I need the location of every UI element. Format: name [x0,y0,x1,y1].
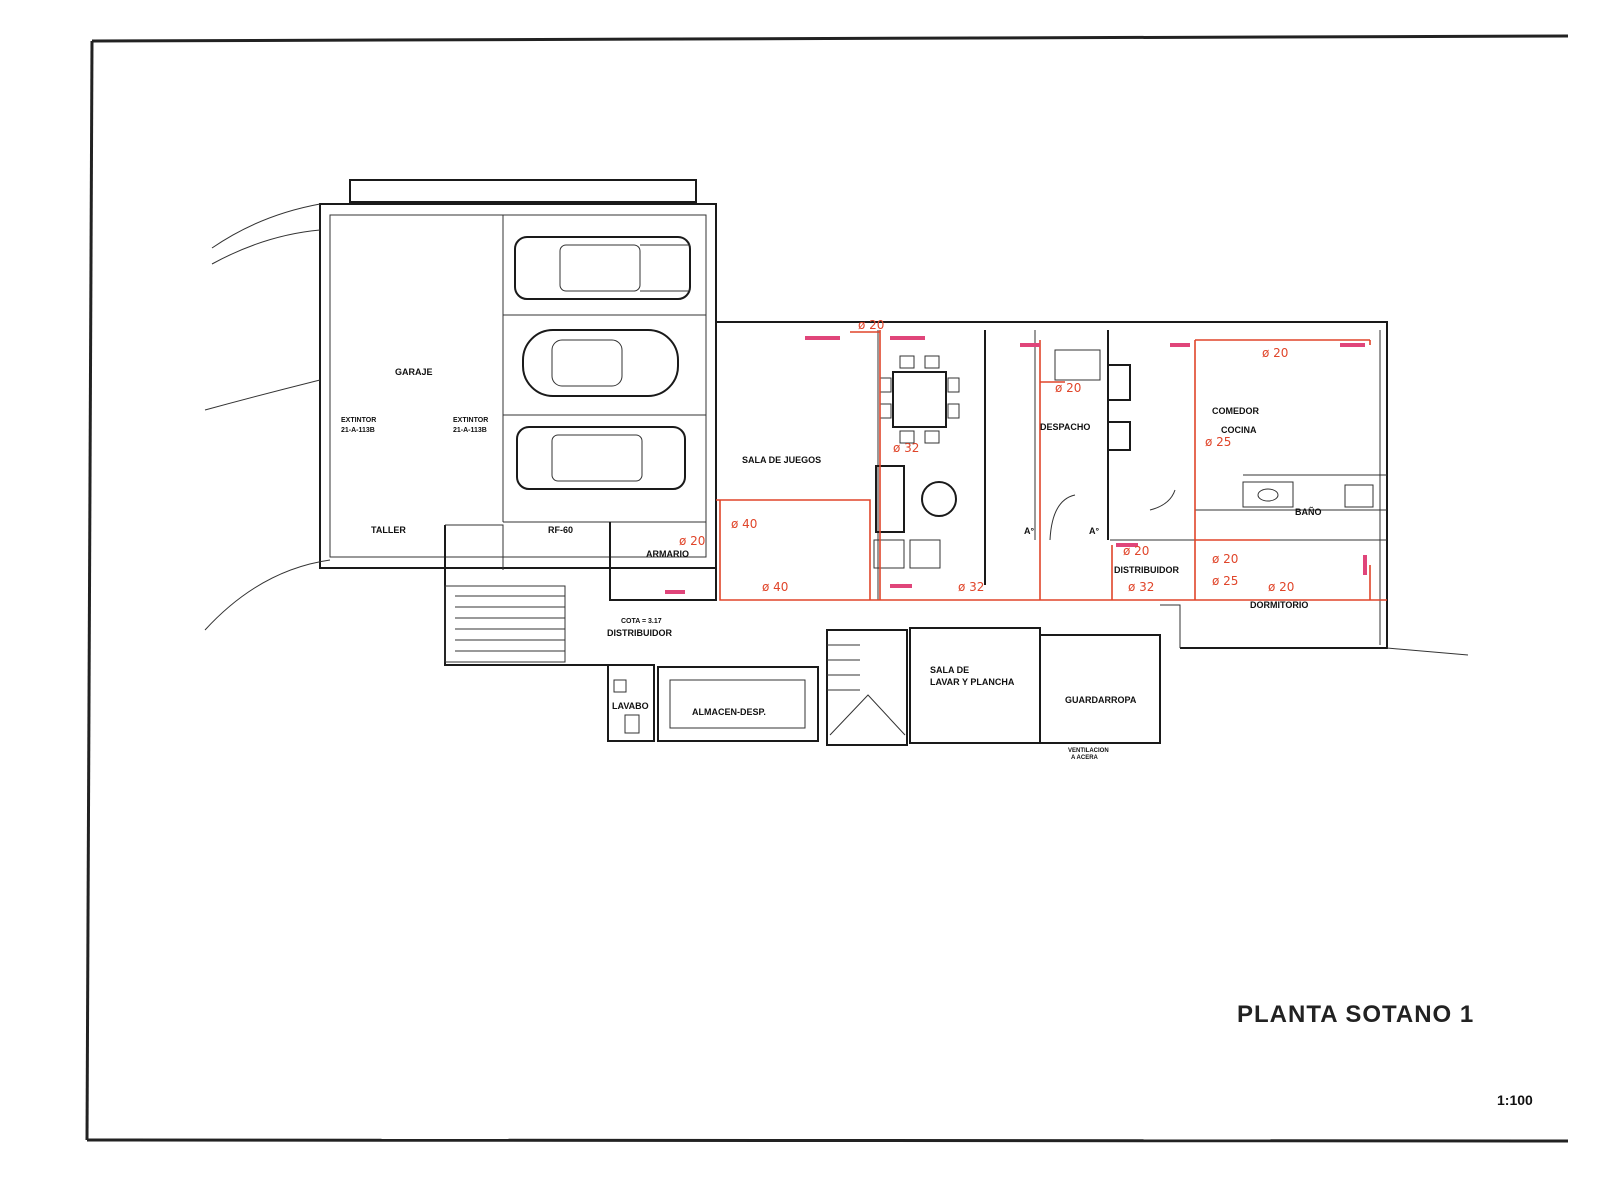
ventilation-label-1: VENTILACION [1068,748,1109,754]
drawing-title: PLANTA SOTANO 1 [1237,1001,1474,1028]
wardrobe-mark-1: A° [1024,526,1034,536]
room-label-guardarropa: GUARDARROPA [1065,695,1137,705]
extintor-code-2: 21-A-113B [453,427,487,434]
pipe-label-d20-top: ø 20 [858,318,884,332]
fire-door-label: RF-60 [548,525,573,535]
pipe-label-d20-armario: ø 20 [679,534,705,548]
house-walls [609,321,1469,656]
wardrobe-mark-2: A° [1089,526,1099,536]
car-3 [516,426,686,490]
car-1 [514,236,691,300]
pipe-label-d20-despacho: ø 20 [1055,381,1081,395]
room-label-taller: TALLER [371,525,406,535]
room-label-almacen: ALMACEN-DESP. [692,707,766,717]
dining-table [879,355,960,444]
room-label-armario: ARMARIO [646,549,689,559]
pipe-label-d20-distrib: ø 20 [1123,544,1149,558]
room-label-garaje: GARAJE [395,367,433,377]
room-label-sala-lavar-1: SALA DE [930,665,969,675]
room-label-sala-juegos: SALA DE JUEGOS [742,455,821,465]
room-label-sala-lavar-2: LAVAR Y PLANCHA [930,677,1015,687]
room-label-cocina: COCINA [1221,425,1257,435]
pipe-label-d25-cocina: ø 25 [1205,435,1231,449]
ventilation-label-2: A ACERA [1071,755,1099,761]
pipe-label-d32-sala: ø 32 [893,441,919,455]
lower-walls [444,524,1181,746]
pipe-label-d40-a: ø 40 [731,517,757,531]
extintor-label-2: EXTINTOR [453,417,488,424]
wc-fixtures [613,679,640,734]
pipe-label-d32-distrib: ø 32 [1128,580,1154,594]
room-label-distribuidor-2: DISTRIBUIDOR [1114,565,1180,575]
extintor-label-1: EXTINTOR [341,417,376,424]
pipe-label-d25-bano: ø 25 [1212,574,1238,588]
extintor-code-1: 21-A-113B [341,427,375,434]
sofa-set [873,465,957,569]
room-label-bano: BAÑO [1295,507,1322,517]
pipe-label-d20-bano: ø 20 [1212,552,1238,566]
pipe-label-d20-comedor: ø 20 [1262,346,1288,360]
room-label-distribuidor-1: DISTRIBUIDOR [607,628,673,638]
garage-walls [204,179,717,631]
car-2 [522,329,679,397]
kitchen-fixtures [1054,349,1374,508]
drawing-scale: 1:100 [1497,1092,1533,1108]
pipe-network [716,330,1387,601]
outlet-markers [665,336,1367,594]
pipe-label-d40-b: ø 40 [762,580,788,594]
level-label: COTA = 3.17 [621,618,662,625]
room-label-dormitorio: DORMITORIO [1250,600,1308,610]
pipe-label-d32-bottom: ø 32 [958,580,984,594]
sheet-frame [85,34,1569,1143]
pipe-label-d20-dorm: ø 20 [1268,580,1294,594]
room-label-lavabo: LAVABO [612,701,649,711]
room-label-comedor: COMEDOR [1212,406,1260,416]
room-label-despacho: DESPACHO [1040,422,1090,432]
